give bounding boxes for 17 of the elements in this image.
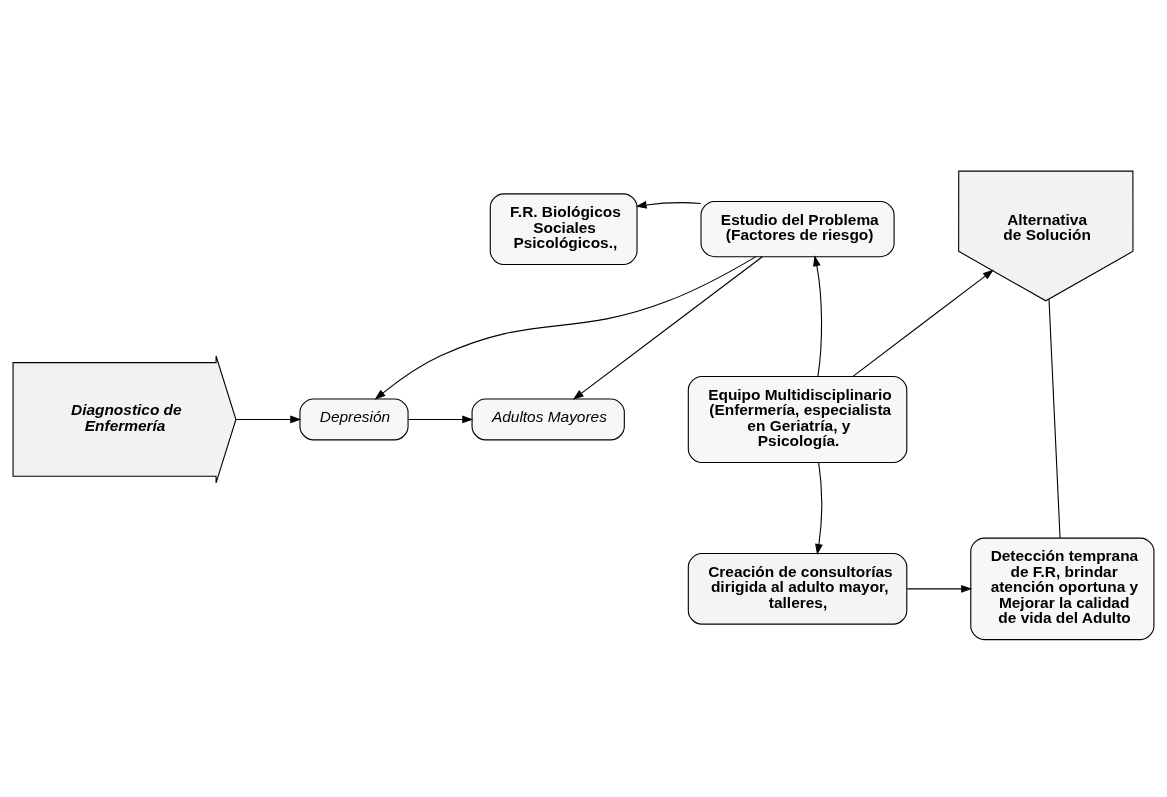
node-box: Estudio del Problema (Factores de riesgo) [700, 201, 895, 258]
arrow [235, 415, 302, 424]
arrow [572, 256, 763, 400]
arrow [635, 201, 702, 209]
node-box: Detección temprana de F.R, brindar atención oportuna y Mejorar la calidad de vida del Adulto [970, 537, 1155, 641]
connector [1048, 298, 1061, 539]
arrow [852, 269, 994, 377]
arrow [813, 255, 823, 377]
node-box: Equipo Multidisciplinario (Enfermería, especialista en Geriatría, y Psicología. [687, 375, 908, 464]
arrow [407, 415, 474, 424]
arrow [815, 462, 823, 556]
arrow [374, 256, 757, 400]
arrow [906, 584, 973, 593]
node-box: Creación de consultorías dirigida al adulto mayor, talleres, [687, 552, 908, 625]
node-box: F.R. Biológicos Sociales Psicológicos., [489, 193, 638, 265]
node-box: Depresión [299, 398, 409, 441]
node-box: Adultos Mayores [471, 398, 625, 441]
